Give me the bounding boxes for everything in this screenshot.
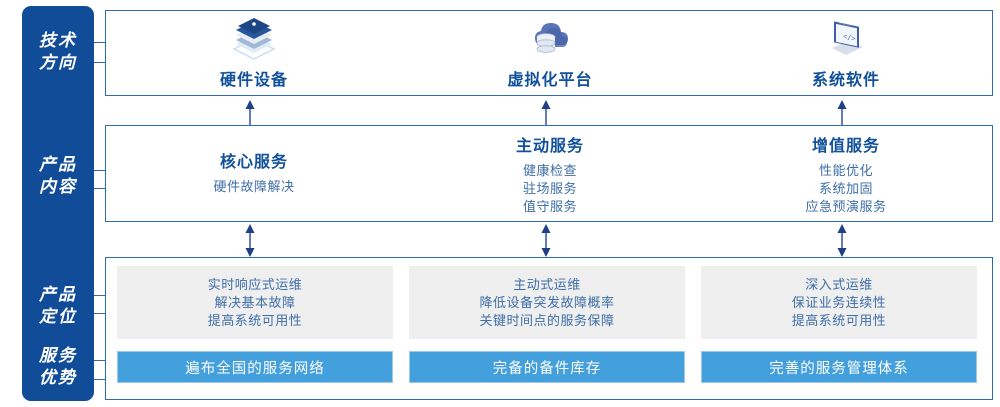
position-line: 解决基本故障 <box>214 294 296 310</box>
content-line: 驻场服务 <box>522 181 577 196</box>
content-line: 应急预演服务 <box>805 199 887 214</box>
up-arrow-icon <box>832 99 852 125</box>
sidebar-item-tech-direction[interactable]: 技术 方向 <box>22 30 94 74</box>
position-box[interactable]: 深入式运维 保证业务连续性 提高系统可用性 <box>701 266 977 339</box>
tech-column-virtualization[interactable]: 虚拟化平台 <box>402 15 698 95</box>
tech-label: 系统软件 <box>811 72 880 89</box>
content-line: 值守服务 <box>522 199 577 214</box>
sidebar-item-service-advantage[interactable]: 服务 优势 <box>22 345 94 389</box>
position-line: 深入式运维 <box>805 276 873 292</box>
position-line: 主动式运维 <box>513 276 581 292</box>
sidebar-item-label-line2: 定位 <box>39 307 77 326</box>
content-column-proactive-service[interactable]: 主动服务 健康检查 驻场服务 值守服务 <box>402 132 698 216</box>
tech-label: 虚拟化平台 <box>507 72 593 89</box>
double-arrow-icon <box>536 224 556 257</box>
content-line: 硬件故障解决 <box>213 179 295 194</box>
position-line: 实时响应式运维 <box>207 276 303 292</box>
cloud-database-icon <box>402 15 698 65</box>
content-title: 主动服务 <box>515 138 584 155</box>
content-column-core-service[interactable]: 核心服务 硬件故障解决 <box>106 148 402 196</box>
position-box[interactable]: 主动式运维 降低设备突发故障概率 关键时间点的服务保障 <box>409 266 685 339</box>
content-line: 健康检查 <box>522 163 577 178</box>
up-arrow-icon <box>240 99 260 125</box>
sidebar-item-label-line1: 产品 <box>39 285 77 304</box>
category-sidebar: 技术 方向 产品 内容 产品 定位 服务 优势 <box>22 6 94 401</box>
sidebar-item-label-line1: 产品 <box>39 155 77 174</box>
svg-text:</>: </> <box>843 31 856 43</box>
position-line: 关键时间点的服务保障 <box>479 312 615 328</box>
position-line: 提高系统可用性 <box>207 312 303 328</box>
sidebar-item-label-line1: 服务 <box>39 346 77 365</box>
position-box[interactable]: 实时响应式运维 解决基本故障 提高系统可用性 <box>117 266 393 339</box>
position-line: 提高系统可用性 <box>791 312 887 328</box>
advantage-bar[interactable]: 完善的服务管理体系 <box>701 351 977 383</box>
tech-label: 硬件设备 <box>219 72 288 89</box>
advantage-bar[interactable]: 遍布全国的服务网络 <box>117 351 393 383</box>
sidebar-item-label-line2: 优势 <box>39 368 77 387</box>
content-line: 性能优化 <box>818 163 873 178</box>
double-arrow-icon <box>832 224 852 257</box>
tech-column-hardware[interactable]: 硬件设备 <box>106 15 402 95</box>
product-content-panel: 核心服务 硬件故障解决 主动服务 健康检查 驻场服务 值守服务 增值服务 性能优… <box>105 125 993 222</box>
advantage-bar[interactable]: 完备的备件库存 <box>409 351 685 383</box>
sidebar-item-product-content[interactable]: 产品 内容 <box>22 154 94 198</box>
sidebar-item-product-position[interactable]: 产品 定位 <box>22 284 94 328</box>
sidebar-item-label-line1: 技术 <box>39 31 77 50</box>
double-arrow-icon <box>240 224 260 257</box>
product-position-panel: 实时响应式运维 解决基本故障 提高系统可用性 遍布全国的服务网络 主动式运维 降… <box>105 257 993 400</box>
content-line: 系统加固 <box>818 181 873 196</box>
server-stack-icon <box>106 15 402 65</box>
sidebar-item-label-line2: 方向 <box>39 53 77 72</box>
position-line: 保证业务连续性 <box>791 294 887 310</box>
tech-direction-panel: 硬件设备 虚拟化平台 <box>105 10 993 96</box>
laptop-code-icon: </> <box>698 15 994 65</box>
content-title: 核心服务 <box>219 154 288 171</box>
content-column-value-added-service[interactable]: 增值服务 性能优化 系统加固 应急预演服务 <box>698 132 994 216</box>
up-arrow-icon <box>536 99 556 125</box>
sidebar-item-label-line2: 内容 <box>39 177 77 196</box>
position-line: 降低设备突发故障概率 <box>479 294 615 310</box>
content-title: 增值服务 <box>811 138 880 155</box>
tech-column-system-software[interactable]: </> 系统软件 <box>698 15 994 95</box>
